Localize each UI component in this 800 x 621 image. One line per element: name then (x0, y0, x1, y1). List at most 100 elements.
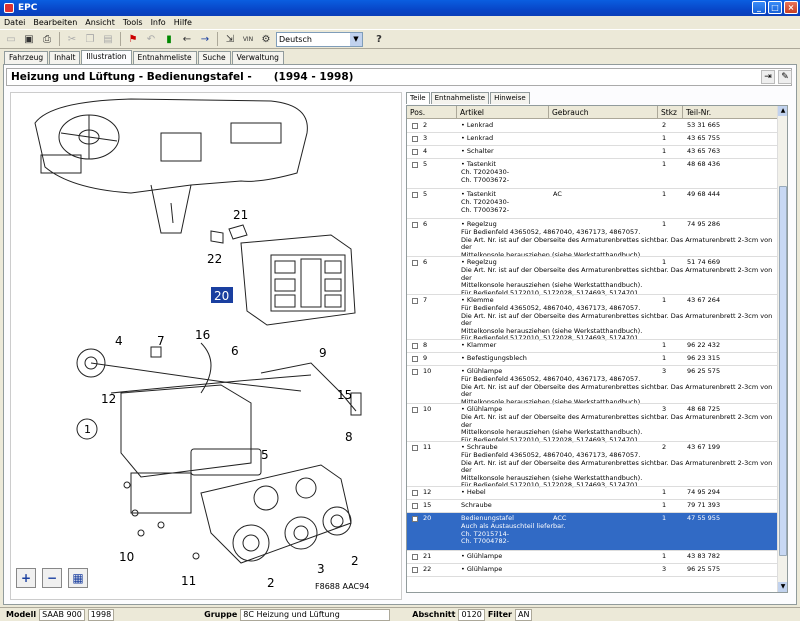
callout-15[interactable]: 15 (337, 388, 352, 402)
marker-icon[interactable]: ▮ (166, 33, 172, 45)
minimize-button[interactable]: _ (752, 1, 766, 14)
callout-7[interactable]: 7 (157, 334, 165, 348)
row-checkbox[interactable] (412, 343, 418, 349)
illustration-panel[interactable]: 21 22 20 4 7 16 6 9 12 15 1 8 5 10 3 2 1… (10, 92, 402, 600)
row-checkbox[interactable] (412, 162, 418, 168)
row-checkbox[interactable] (412, 445, 418, 451)
callout-11[interactable]: 11 (181, 574, 196, 588)
tab-illustration[interactable]: Illustration (81, 50, 132, 64)
callout-16[interactable]: 16 (195, 328, 210, 342)
menu-ansicht[interactable]: Ansicht (85, 17, 115, 27)
callout-4[interactable]: 4 (115, 334, 123, 348)
scroll-thumb[interactable] (779, 186, 787, 556)
note-icon[interactable]: ✎ (778, 70, 792, 84)
menu-bearbeiten[interactable]: Bearbeiten (33, 17, 78, 27)
row-checkbox[interactable] (412, 516, 418, 522)
tab-verwaltung[interactable]: Verwaltung (231, 51, 284, 64)
col-artikel[interactable]: Artikel (457, 106, 549, 119)
callout-10[interactable]: 10 (119, 550, 134, 564)
help-icon[interactable]: ? (376, 33, 382, 45)
row-checkbox[interactable] (412, 149, 418, 155)
scroll-up-icon[interactable]: ▲ (778, 106, 787, 116)
zoom-out-icon[interactable]: − (42, 568, 62, 588)
options-icon[interactable]: ⚙ (261, 33, 271, 45)
tab-hinweise[interactable]: Hinweise (490, 92, 530, 104)
tab-suche[interactable]: Suche (197, 51, 231, 64)
callout-1[interactable]: 1 (84, 423, 91, 436)
row-checkbox[interactable] (412, 136, 418, 142)
export-icon[interactable]: ⇲ (225, 33, 235, 45)
col-teil-nr[interactable]: Teil-Nr. (683, 106, 779, 119)
language-select[interactable]: Deutsch ▼ (276, 31, 363, 47)
tab-entnahmeliste[interactable]: Entnahmeliste (132, 51, 197, 64)
menu-info[interactable]: Info (150, 17, 166, 27)
zoom-in-icon[interactable]: + (16, 568, 36, 588)
callout-22[interactable]: 22 (207, 252, 222, 266)
fit-page-icon[interactable]: ▦ (68, 568, 88, 588)
row-checkbox[interactable] (412, 260, 418, 266)
forward-arrow-icon[interactable]: → (200, 33, 210, 45)
paste-icon[interactable]: ▤ (103, 33, 113, 45)
tab-inhalt[interactable]: Inhalt (49, 51, 81, 64)
row-checkbox[interactable] (412, 192, 418, 198)
callout-2b[interactable]: 2 (267, 576, 275, 590)
tab-teile[interactable]: Teile (406, 92, 430, 104)
bookmark-icon[interactable]: ⚑ (128, 33, 138, 45)
vin-icon[interactable]: VIN (242, 35, 254, 43)
menu-hilfe[interactable]: Hilfe (173, 17, 192, 27)
tab-entnahmeliste-parts[interactable]: Entnahmeliste (430, 92, 490, 104)
callout-3[interactable]: 3 (317, 562, 325, 576)
back-arrow-icon[interactable]: ← (182, 33, 192, 45)
row-checkbox[interactable] (412, 407, 418, 413)
open-icon[interactable]: ▭ (6, 33, 16, 45)
row-checkbox[interactable] (412, 356, 418, 362)
callout-21[interactable]: 21 (233, 208, 248, 222)
row-checkbox[interactable] (412, 490, 418, 496)
row-checkbox[interactable] (412, 123, 418, 129)
undo-icon[interactable]: ↶ (146, 33, 156, 45)
menu-tools[interactable]: Tools (122, 17, 143, 27)
col-stkz[interactable]: Stkz (658, 106, 683, 119)
close-button[interactable]: × (784, 1, 798, 14)
col-gebrauch[interactable]: Gebrauch (549, 106, 658, 119)
callout-5[interactable]: 5 (261, 448, 269, 462)
callout-9[interactable]: 9 (319, 346, 327, 360)
scroll-down-icon[interactable]: ▼ (778, 582, 787, 592)
row-checkbox[interactable] (412, 298, 418, 304)
callout-8[interactable]: 8 (345, 430, 353, 444)
menu-datei[interactable]: Datei (4, 17, 26, 27)
maximize-button[interactable]: □ (768, 1, 782, 14)
callout-20[interactable]: 20 (214, 289, 229, 303)
tab-fahrzeug[interactable]: Fahrzeug (4, 51, 49, 64)
row-checkbox[interactable] (412, 503, 418, 509)
row-checkbox[interactable] (412, 567, 418, 573)
row-checkbox[interactable] (412, 222, 418, 228)
callout-6[interactable]: 6 (231, 344, 239, 358)
row-checkbox[interactable] (412, 369, 418, 375)
col-pos[interactable]: Pos. (407, 106, 457, 119)
copy-icon[interactable]: ❐ (85, 33, 95, 45)
chevron-down-icon[interactable]: ▼ (350, 32, 362, 46)
vertical-scrollbar[interactable]: ▲ ▼ (777, 106, 787, 592)
callout-2[interactable]: 2 (351, 554, 359, 568)
save-icon[interactable]: ▣ (24, 33, 34, 45)
cut-icon[interactable]: ✂ (67, 33, 77, 45)
